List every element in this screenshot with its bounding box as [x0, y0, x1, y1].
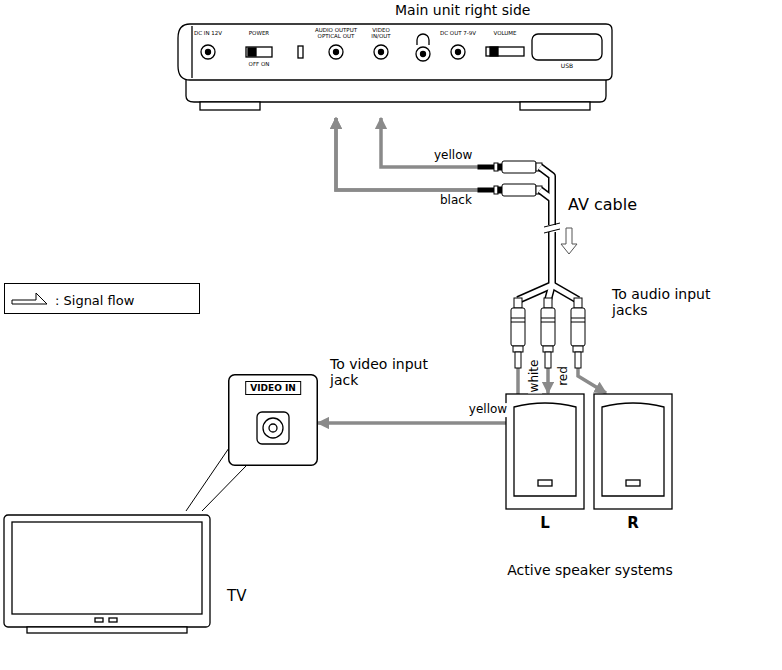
cable-break	[544, 223, 560, 233]
plug-horizontal	[478, 161, 542, 196]
annotation: yellow	[434, 149, 472, 163]
node-label: R	[627, 515, 639, 532]
jack-hole	[206, 50, 211, 55]
panel-marking: OFF ON	[249, 61, 270, 67]
volume-slider	[486, 47, 524, 56]
jack	[201, 45, 215, 59]
speaker-outline	[594, 394, 672, 509]
legend-row: : Signal flow	[55, 290, 134, 309]
indicator	[298, 46, 303, 58]
wire-color-label: white	[528, 359, 542, 394]
unit-body	[186, 80, 606, 102]
panel-marking: USB	[561, 63, 573, 70]
node-label: Main unit right side	[395, 2, 530, 18]
tv-button	[109, 618, 117, 622]
panel-marking: AUDIO OUTPUT OPTICAL OUT	[311, 27, 361, 40]
unit-foot	[520, 102, 590, 110]
speaker: L	[505, 393, 585, 510]
tv-set: TV	[3, 514, 211, 636]
tv-set-drawing	[3, 514, 211, 636]
slider-knob	[490, 47, 498, 56]
tv-screen	[12, 522, 202, 614]
rca-plug	[571, 298, 585, 368]
legend-symbol	[12, 293, 47, 304]
av-cable	[518, 167, 578, 300]
annotation: To audio input jacks	[612, 286, 738, 318]
tv-base	[27, 627, 187, 633]
switch-knob	[248, 48, 256, 56]
tv-cabinet	[4, 515, 210, 627]
signal-arrow	[336, 118, 606, 393]
power-switch	[246, 47, 272, 57]
rca-plug	[541, 298, 555, 368]
plug-ring	[498, 164, 502, 170]
tv-set-outline	[4, 515, 210, 633]
jack-panel-outline	[229, 375, 318, 466]
signal-flow-arrow	[561, 228, 577, 254]
annotation: black	[440, 194, 472, 208]
speaker-front	[514, 403, 576, 496]
speaker-cabinet	[506, 394, 584, 509]
rca-plugs	[511, 298, 585, 368]
unit-face	[178, 24, 612, 80]
speaker: R	[593, 393, 673, 510]
speaker-front	[602, 403, 664, 496]
jack-hole	[334, 50, 339, 55]
unit-foot	[200, 102, 260, 110]
plug-ring	[494, 186, 498, 194]
plug-body	[502, 184, 536, 196]
legend-box: : Signal flow	[4, 283, 200, 314]
jack	[263, 418, 283, 438]
jack	[329, 45, 343, 59]
panel-border	[229, 375, 318, 466]
panel-title: VIDEO IN	[245, 381, 301, 395]
plug-ring	[494, 163, 498, 171]
speaker-slot	[626, 480, 640, 486]
plug-body	[502, 161, 536, 173]
jack-hole	[456, 50, 461, 55]
jack-hole	[379, 50, 384, 55]
wire-color-label: red	[557, 365, 571, 387]
jack-hole	[421, 52, 426, 57]
speaker-outline	[506, 394, 584, 509]
jack	[374, 45, 388, 59]
plug-tip	[478, 165, 494, 169]
speaker-drawing	[505, 393, 585, 510]
jack-panel: VIDEO IN	[228, 374, 318, 466]
node-label: L	[540, 515, 550, 532]
annotation: Active speaker systems	[507, 562, 672, 578]
jack	[416, 47, 430, 61]
rca-plug	[511, 298, 525, 368]
annotation: To video input jack	[330, 356, 448, 388]
plug-ring	[498, 187, 502, 193]
panel-marking: VIDEO IN/OUT	[366, 27, 396, 40]
plug-tip	[478, 188, 494, 192]
panel-marking: VOLUME	[493, 30, 516, 36]
main-unit: Main unit right side	[178, 24, 612, 118]
jack-frame	[257, 412, 289, 444]
main-unit-drawing	[178, 24, 612, 118]
usb-port	[532, 34, 602, 60]
speaker-drawing	[593, 393, 673, 510]
speaker-cabinet	[594, 394, 672, 509]
panel-marking: DC OUT 7-9V	[440, 30, 476, 36]
panel-marking: DC IN 12V	[194, 30, 222, 36]
wire-color-label: yellow	[468, 403, 508, 417]
tv-button	[95, 618, 103, 622]
annotation: AV cable	[568, 196, 637, 214]
headphone-icon	[417, 34, 429, 45]
node-label: TV	[227, 588, 246, 605]
legend-text: : Signal flow	[55, 293, 134, 308]
signal-arrow	[336, 118, 552, 393]
speaker-slot	[538, 480, 552, 486]
jack	[451, 45, 465, 59]
panel-marking: POWER	[249, 30, 269, 36]
signal-arrow	[318, 118, 552, 423]
main-unit-outline	[178, 24, 612, 110]
jack-hole	[269, 424, 277, 432]
unit-edge	[191, 26, 192, 78]
cable-core	[540, 190, 552, 199]
